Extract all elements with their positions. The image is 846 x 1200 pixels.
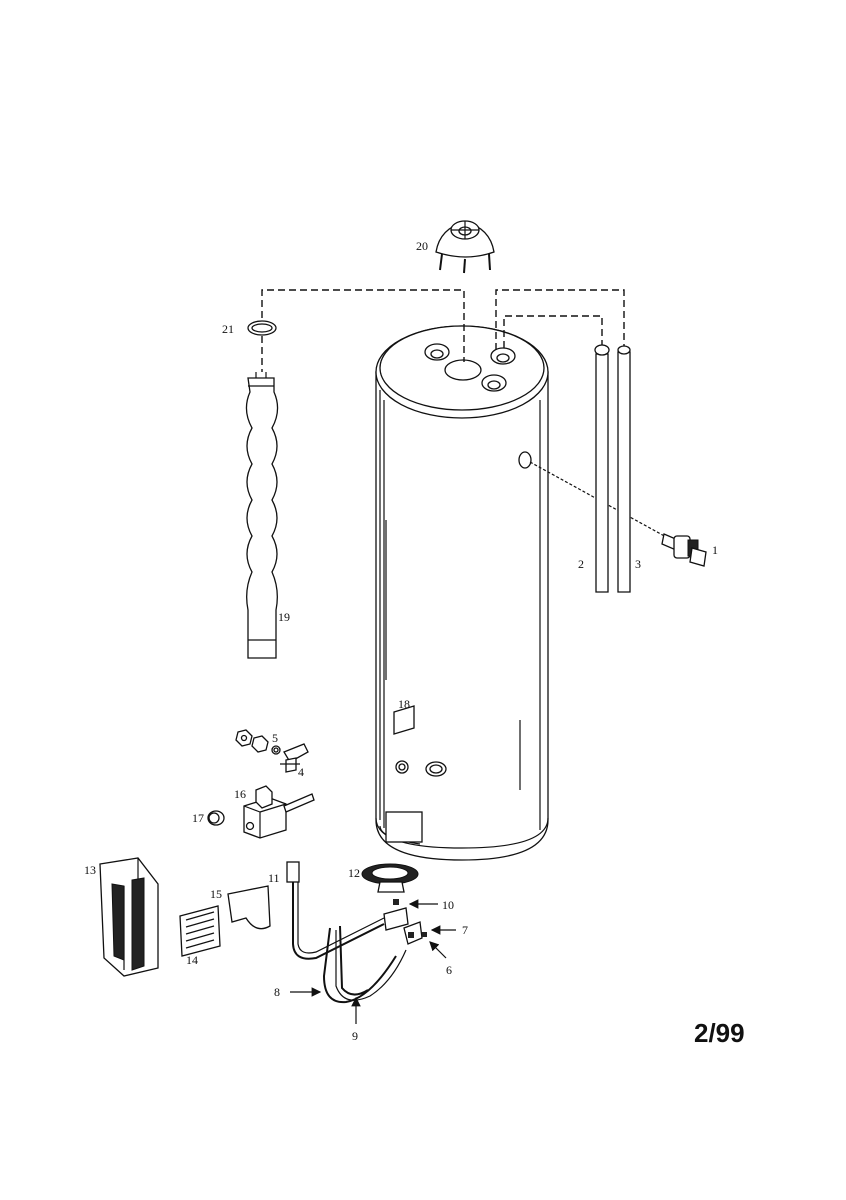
label-part-17: 17: [192, 811, 204, 825]
part-4-fitting: [280, 743, 309, 773]
label-part-13: 13: [84, 863, 96, 877]
label-part-21: 21: [222, 322, 234, 336]
label-part-20: 20: [416, 239, 428, 253]
label-part-19: 19: [278, 610, 290, 624]
label-part-12: 12: [348, 866, 360, 880]
tank-body: [375, 325, 549, 861]
part-13-outer-door: [99, 857, 159, 977]
part-1-drain-valve: [661, 533, 707, 567]
part-3-rod: [617, 345, 631, 593]
label-part-15: 15: [210, 887, 222, 901]
leader-arrows: [290, 899, 456, 1024]
part-11-supply-tube: [286, 861, 385, 960]
label-part-8: 8: [274, 985, 280, 999]
label-part-14: 14: [186, 953, 198, 967]
part-5-knob-and-nut: [235, 729, 281, 755]
label-part-5: 5: [272, 731, 278, 745]
label-part-11: 11: [268, 871, 280, 885]
label-part-2: 2: [578, 557, 584, 571]
part-10-orifice: [393, 899, 399, 905]
part-16-gas-valve: [243, 785, 315, 839]
part-2-rod: [594, 344, 610, 593]
part-18-label-plate: [393, 705, 415, 735]
label-part-4: 4: [298, 765, 304, 779]
part-12-burner: [361, 863, 419, 893]
label-part-6: 6: [446, 963, 452, 977]
label-part-10: 10: [442, 898, 454, 912]
part-17-cap: [207, 810, 225, 826]
part-labels: 1 2 3 4 5 6 7 8 9 10 11 12 13 14 15 16 1…: [84, 239, 718, 1043]
part-14-inner-grille: [179, 905, 221, 957]
label-part-3: 3: [635, 557, 641, 571]
part-20-baffle-cap: [435, 220, 495, 274]
label-part-9: 9: [352, 1029, 358, 1043]
date-code: 2/99: [694, 1018, 745, 1048]
part-9-pilot-tube: [335, 925, 407, 1001]
part-6-screw: [422, 932, 427, 937]
label-part-1: 1: [712, 543, 718, 557]
part-21-ring: [247, 320, 277, 336]
part-7-bracket: [383, 907, 423, 945]
label-part-16: 16: [234, 787, 246, 801]
label-part-7: 7: [462, 923, 468, 937]
part-19-flue-tube: [245, 372, 279, 659]
assembly-guides: [261, 289, 669, 539]
part-8-thermocouple: [322, 927, 397, 1004]
part-15-shield: [227, 885, 271, 930]
label-part-18: 18: [398, 697, 410, 711]
